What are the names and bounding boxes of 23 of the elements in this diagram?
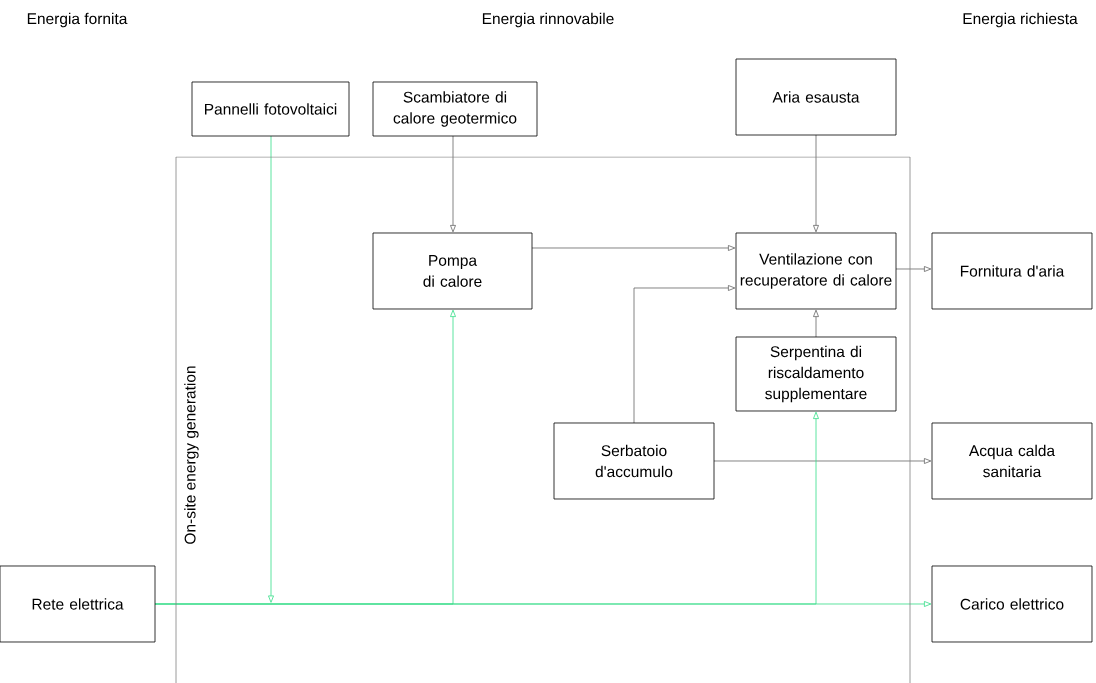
arrow xyxy=(895,266,932,272)
process-box: Rete elettrica xyxy=(0,565,156,643)
column-heading: Energia richiesta xyxy=(963,12,1078,28)
process-box: Fornitura d'aria xyxy=(931,232,1093,310)
process-box: Ventilazione con recuperatore di calore xyxy=(735,232,897,310)
process-box: Serbatoio d'accumulo xyxy=(553,422,715,500)
process-box: Scambiatore di calore geotermico xyxy=(372,81,538,137)
process-box: Serpentina di riscaldamento supplementare xyxy=(735,336,897,412)
arrow xyxy=(450,135,456,233)
process-box: Aria esausta xyxy=(735,58,897,136)
arrow xyxy=(813,134,819,233)
process-box: Pompa di calore xyxy=(372,232,533,310)
arrow xyxy=(531,245,736,251)
arrow xyxy=(713,458,932,464)
process-box: Carico elettrico xyxy=(931,565,1093,643)
process-box: Acqua calda sanitaria xyxy=(931,422,1093,500)
column-heading: Energia fornita xyxy=(27,12,128,28)
process-box: Pannelli fotovoltaici xyxy=(191,81,350,137)
arrow xyxy=(633,285,736,424)
arrow xyxy=(813,309,819,338)
column-heading: Energia rinnovabile xyxy=(482,12,614,28)
arrow xyxy=(268,135,274,603)
arrow xyxy=(154,411,819,605)
